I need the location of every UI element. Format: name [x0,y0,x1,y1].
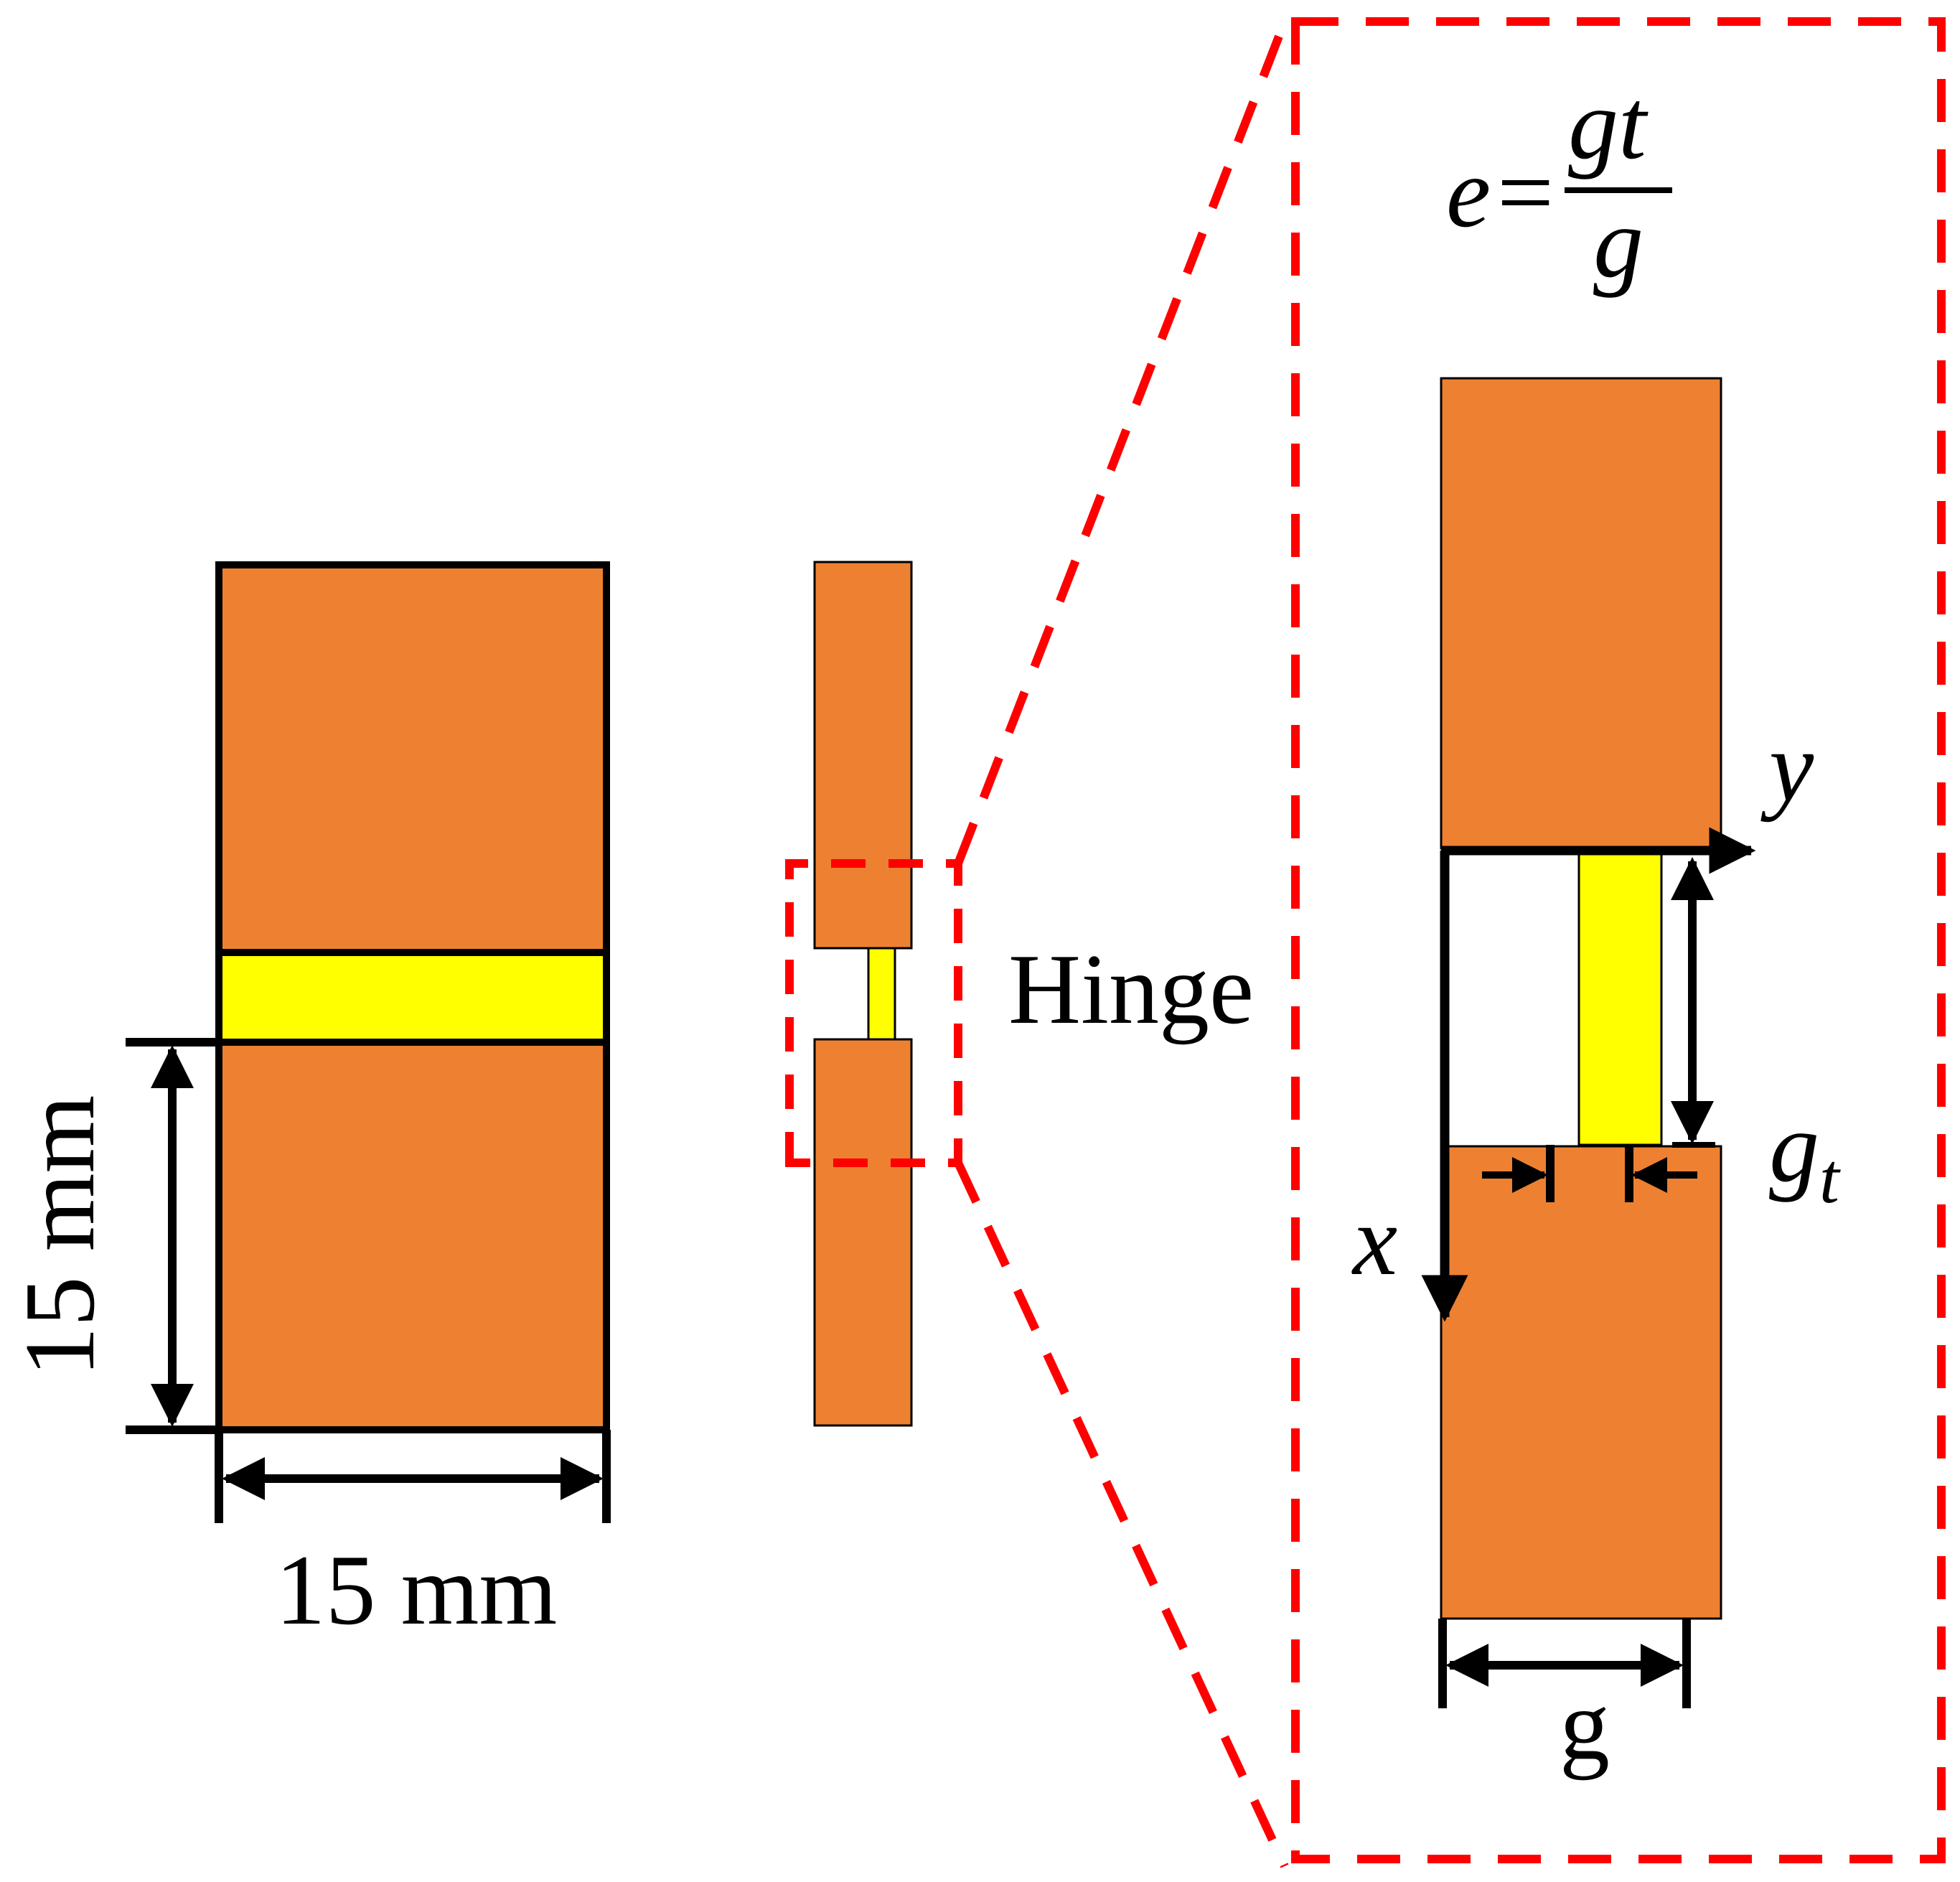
equation-lhs: e= [1446,137,1559,248]
hinge-selection-box [785,859,962,1167]
square-element [215,561,610,1433]
height-dimension [126,1038,219,1434]
zoom-top-block [1440,377,1722,850]
top-copper-block [215,561,610,956]
g-dimension [1438,1619,1691,1708]
side-view [813,561,913,1427]
side-bottom-block [813,1038,913,1427]
zoom-line-top [954,19,1289,866]
zoom-bottom-block [1440,1145,1722,1620]
height-dimension-label: 15 mm [4,1095,116,1377]
gt-dimension [1482,1145,1697,1202]
zoom-hinge-strip [1577,851,1663,1146]
side-top-block [813,561,913,950]
equation: e= gt g [1446,69,1672,299]
x-axis-label: x [1351,1185,1397,1296]
gt-label: gt [1769,1092,1841,1218]
side-hinge-strip [867,947,896,1041]
hinge-label: Hinge [1008,934,1254,1045]
equation-denominator: g [1593,187,1644,299]
zoomed-hinge [1440,377,1722,1620]
hinge-strip [215,949,610,1046]
width-dimension [215,1430,611,1523]
y-axis-label: y [1760,711,1814,823]
zoom-line-bottom [954,1161,1289,1868]
width-dimension-label: 15 mm [276,1535,558,1646]
g-label: g [1560,1670,1610,1781]
zoom-box [1291,17,1946,1863]
equation-numerator: gt [1568,69,1649,180]
bottom-copper-block [215,1039,610,1433]
